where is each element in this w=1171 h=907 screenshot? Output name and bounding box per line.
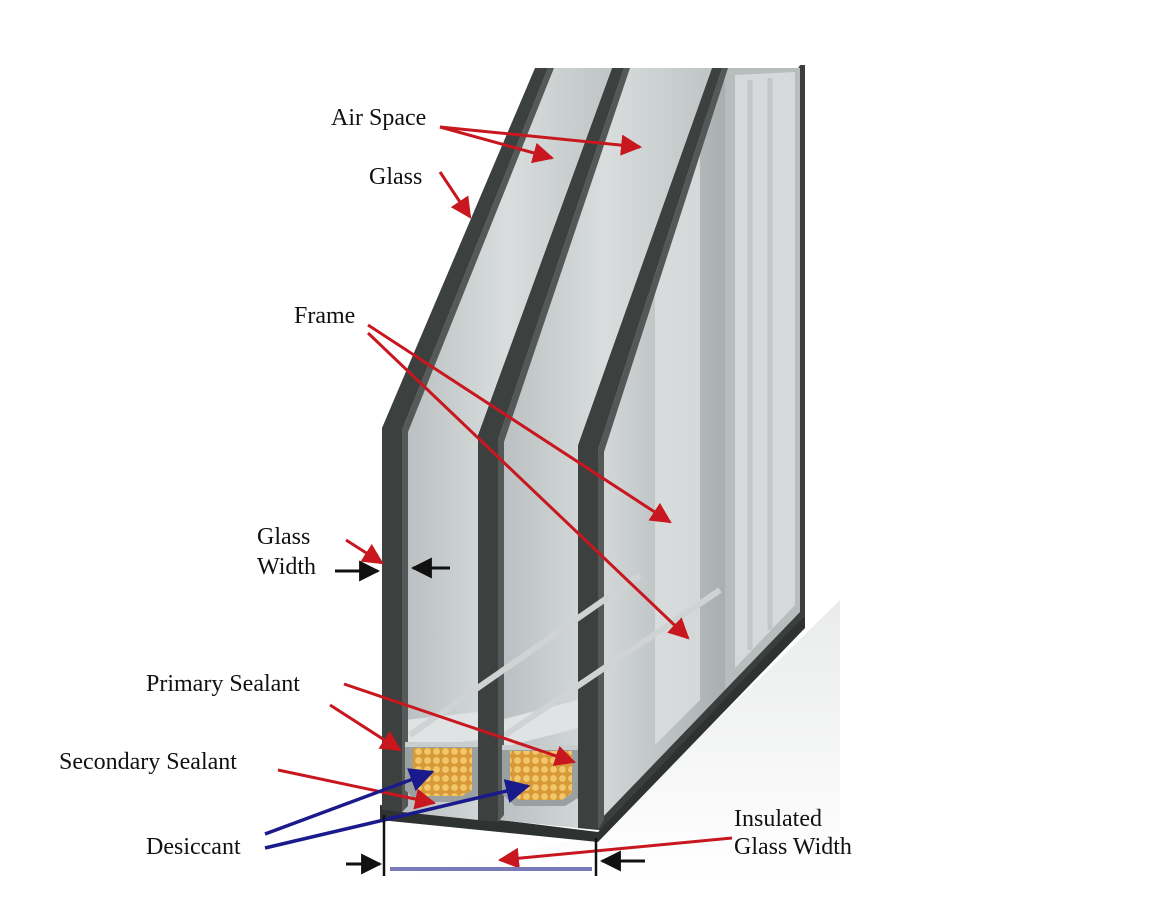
arrow-air-space-1 bbox=[439, 125, 555, 164]
arrow-secondary-sealant bbox=[277, 768, 437, 810]
glass-pane-middle bbox=[478, 68, 630, 822]
labels: Air Space Glass Frame Glass Width Primar… bbox=[59, 105, 852, 860]
arrow-frame-1 bbox=[367, 323, 672, 524]
floor-shadow bbox=[380, 600, 840, 880]
insulated-glass-width-dimension bbox=[346, 815, 645, 876]
arrow-primary-sealant-1 bbox=[329, 703, 402, 752]
arrow-desiccant-1 bbox=[264, 768, 435, 836]
label-insulated-line2: Glass Width bbox=[734, 834, 852, 860]
arrow-glass-width bbox=[345, 538, 384, 565]
glass-width-dimension bbox=[335, 557, 450, 582]
label-insulated-line1: Insulated bbox=[734, 806, 822, 832]
label-desiccant: Desiccant bbox=[146, 834, 241, 860]
arrow-insulated-glass-width bbox=[497, 836, 733, 869]
label-frame: Frame bbox=[294, 303, 355, 329]
label-glass: Glass bbox=[369, 164, 422, 190]
arrow-frame-2 bbox=[366, 331, 690, 640]
arrow-air-space-2 bbox=[439, 125, 643, 156]
label-primary-sealant: Primary Sealant bbox=[146, 671, 300, 697]
glass-front-region bbox=[402, 68, 642, 820]
label-glass-width-line2: Width bbox=[257, 554, 316, 580]
label-secondary-sealant: Secondary Sealant bbox=[59, 749, 237, 775]
label-air-space: Air Space bbox=[331, 105, 426, 131]
arrow-primary-sealant-2 bbox=[343, 682, 576, 766]
callout-arrows bbox=[277, 125, 733, 869]
label-glass-width-line1: Glass bbox=[257, 524, 310, 550]
arrow-glass bbox=[438, 171, 472, 219]
arrow-desiccant-2 bbox=[264, 779, 531, 850]
desiccant-spacer-left bbox=[405, 742, 478, 802]
desiccant-arrows bbox=[264, 768, 531, 850]
desiccant-spacer-right bbox=[502, 745, 578, 806]
glass-pane-back bbox=[578, 68, 728, 830]
